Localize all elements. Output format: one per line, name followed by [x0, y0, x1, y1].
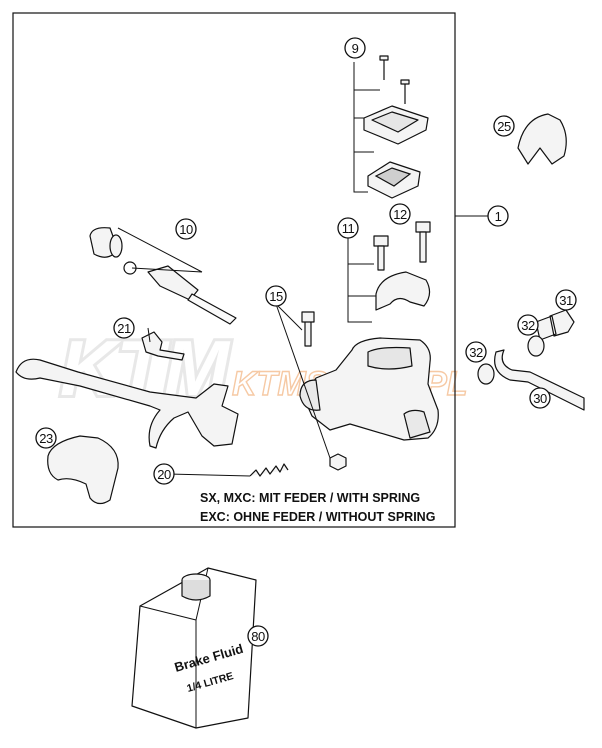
banjo-bolt — [535, 309, 575, 341]
pivot-nut — [329, 453, 347, 471]
clamp-alternative — [517, 113, 567, 165]
callout-number: 80 — [251, 629, 265, 644]
callout-circle — [337, 217, 359, 239]
callout-circle — [529, 387, 551, 409]
callout-number: 12 — [393, 207, 407, 222]
callout-c20: 20 — [153, 463, 175, 485]
lever-spring — [249, 463, 289, 477]
assembly-frame — [12, 12, 456, 528]
callout-c10: 10 — [175, 218, 197, 240]
callout-number: 32 — [469, 345, 483, 360]
callout-number: 32 — [521, 318, 535, 333]
adjuster-screw — [141, 331, 185, 361]
callout-c80: 80 — [247, 625, 269, 647]
callout-number: 20 — [157, 467, 171, 482]
callout-number: 23 — [39, 431, 53, 446]
bracket-9 — [353, 62, 380, 193]
spring-note-line-1: SX, MXC: MIT FEDER / WITH SPRING — [200, 491, 420, 505]
callout-c12: 12 — [389, 203, 411, 225]
callout-number: 10 — [179, 222, 193, 237]
callout-circle — [113, 317, 135, 339]
callout-c31: 31 — [555, 289, 577, 311]
callout-circle — [555, 289, 577, 311]
callout-c32a: 32 — [517, 314, 539, 336]
callout-c25: 25 — [493, 115, 515, 137]
spring-note-line-2: EXC: OHNE FEDER / WITHOUT SPRING — [200, 510, 435, 524]
callout-circle — [487, 205, 509, 227]
callout-c9: 9 — [344, 37, 366, 59]
callout-c15: 15 — [265, 285, 287, 307]
callout-number: 25 — [497, 119, 511, 134]
callout-number: 11 — [342, 221, 355, 236]
callout-c11: 11 — [337, 217, 359, 239]
callout-circle — [517, 314, 539, 336]
brake-fluid-can — [131, 567, 257, 729]
clamp-bolts — [373, 221, 431, 271]
callout-circle — [175, 218, 197, 240]
callout-c30: 30 — [529, 387, 551, 409]
callout-circle — [265, 285, 287, 307]
brake-lever — [15, 358, 239, 449]
reservoir-cover-screws — [379, 55, 410, 104]
brake-hose — [494, 349, 585, 411]
leader-lines — [147, 215, 488, 459]
callout-number: 30 — [533, 391, 547, 406]
callout-circle — [247, 625, 269, 647]
lever-cover — [47, 435, 119, 505]
handlebar-clamp — [375, 271, 431, 311]
callout-number: 15 — [269, 289, 283, 304]
bracket-10 — [117, 227, 203, 273]
callout-circle — [389, 203, 411, 225]
callout-c21: 21 — [113, 317, 135, 339]
callout-c1: 1 — [487, 205, 509, 227]
callout-c23: 23 — [35, 427, 57, 449]
bracket-11 — [347, 228, 376, 323]
callout-labels: 9 25 1 12 11 10 15 31 32 32 30 21 23 20 80 — [35, 37, 577, 647]
sealing-washer-upper — [527, 335, 545, 357]
leader-20 — [167, 473, 251, 477]
callout-circle — [153, 463, 175, 485]
callout-number: 9 — [352, 41, 359, 56]
callout-number: 31 — [559, 293, 573, 308]
sealing-washer-lower — [477, 363, 495, 385]
callout-circle — [35, 427, 57, 449]
callout-number: 21 — [117, 321, 131, 336]
callout-circle — [344, 37, 366, 59]
callout-number: 1 — [495, 209, 502, 224]
piston-kit — [89, 227, 237, 325]
callout-circle — [465, 341, 487, 363]
callout-c32b: 32 — [465, 341, 487, 363]
callout-circle — [493, 115, 515, 137]
pivot-bolt — [301, 311, 315, 347]
